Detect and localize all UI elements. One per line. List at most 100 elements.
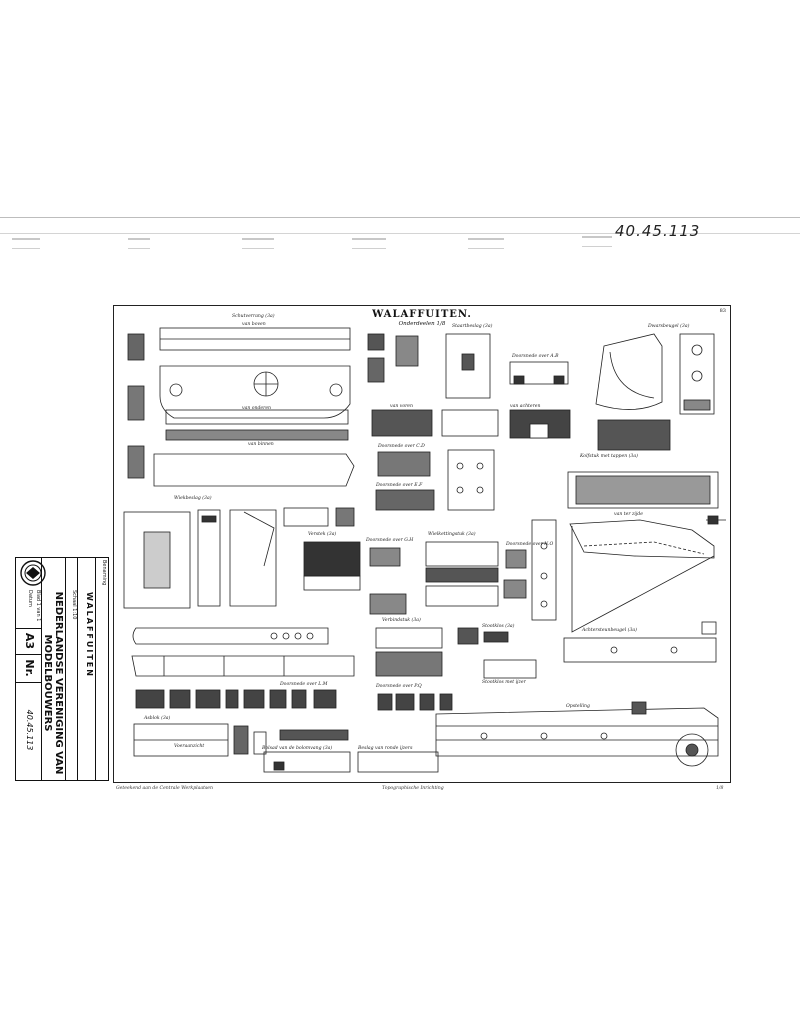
title-block: Benaming WALAFFUITEN Schaal 1:10 NEDERLA… bbox=[15, 557, 109, 781]
beslag-bar bbox=[279, 729, 349, 741]
registration-mark bbox=[242, 238, 274, 249]
verbindstuk-side bbox=[375, 651, 443, 677]
scale-note: Schaal 1:10 bbox=[71, 590, 77, 620]
dwarsbeugel bbox=[595, 333, 663, 410]
beam-side-view bbox=[159, 365, 351, 419]
beam-underside bbox=[165, 409, 349, 425]
label-doorsnede-ef: Doorsnede over E.F bbox=[376, 483, 423, 488]
footer-left: Geteekend aan de Centrale Werkplaatsen bbox=[116, 786, 213, 791]
bolsad-strip bbox=[263, 751, 351, 773]
drawing-sheet: 83 WALAFFUITEN. Onderdeelen 1/8 bbox=[113, 305, 731, 783]
label-van-achteren: van achteren bbox=[510, 404, 541, 409]
sheet-info: Blad 1 van 1 Datum bbox=[16, 588, 42, 629]
label-verbindstuk: Verbindstuk (3a) bbox=[382, 618, 421, 623]
label-voeraanzicht: Voeraanzicht bbox=[174, 744, 205, 749]
date-label: Datum bbox=[27, 590, 33, 607]
label-van-boven: van boven bbox=[242, 322, 266, 327]
stootklos bbox=[457, 627, 479, 645]
label-beslag-ronde-ijzers: Beslag van ronde ijzers bbox=[358, 746, 413, 751]
label-van-binnen: van binnen bbox=[248, 442, 274, 447]
bracket-view bbox=[445, 333, 491, 399]
verbindstuk bbox=[375, 627, 443, 649]
label-doorsnede-no: Doorsnede over N.O bbox=[506, 542, 554, 547]
label-schutverrang: Schutverrang (3a) bbox=[232, 314, 275, 319]
label-stootklos-ijzer: Stootklos met ijzer bbox=[482, 680, 526, 685]
verstek bbox=[303, 541, 361, 577]
kolfstuk bbox=[597, 419, 671, 451]
label-kolfstuk: Kolfstuk met tappen (3a) bbox=[580, 454, 638, 459]
number-label: Nr. bbox=[16, 654, 42, 683]
diagonal-strut bbox=[571, 526, 715, 633]
wielketting bbox=[425, 541, 499, 567]
title-block-rotated: Benaming WALAFFUITEN Schaal 1:10 NEDERLA… bbox=[16, 558, 108, 780]
sheet-page-number: 83 bbox=[719, 308, 726, 314]
label-doorsnede-pq: Doorsnede over P.Q bbox=[376, 684, 422, 689]
section-cd bbox=[377, 451, 431, 477]
plate-inner bbox=[123, 511, 191, 609]
label-opstelling: Opstelling bbox=[566, 704, 590, 709]
label-doorsnede-ab: Doorsnede over A.B bbox=[512, 354, 559, 359]
detail-part bbox=[127, 445, 145, 479]
organization-name: NEDERLANDSE VERENIGING VAN MODELBOUWERS bbox=[42, 591, 64, 775]
plate-outer bbox=[229, 509, 277, 607]
registration-mark bbox=[352, 238, 386, 249]
side-plate bbox=[447, 449, 495, 511]
section-part bbox=[371, 409, 433, 437]
detail-part bbox=[127, 333, 145, 361]
section-part bbox=[441, 409, 499, 437]
plate-side bbox=[197, 509, 221, 607]
label-doorsnede-gh: Doorsnede over G.H bbox=[366, 538, 414, 543]
achtersteun-top bbox=[569, 519, 715, 559]
format-size: A3 bbox=[16, 628, 42, 655]
sheet-title: WALAFFUITEN. bbox=[372, 309, 472, 320]
label-asblok: Asblok (3a) bbox=[144, 716, 171, 721]
detail-part bbox=[127, 385, 145, 421]
stootklos-ijzer bbox=[483, 659, 537, 679]
sheet-label: Blad 1 van 1 bbox=[35, 590, 41, 622]
section-ab bbox=[509, 361, 569, 385]
beam-underside-hatched bbox=[165, 429, 349, 441]
label-dwarsbeugel: Dwarsbeugel (3a) bbox=[648, 324, 690, 329]
dwarsbeugel-front bbox=[679, 333, 715, 415]
scan-edge-line bbox=[0, 233, 800, 234]
opstelling-carriage bbox=[435, 707, 719, 757]
wiekbeslag-beam bbox=[132, 627, 329, 645]
benaming-label: Benaming bbox=[101, 560, 107, 586]
label-van-ter-zijde: van ter zijde bbox=[614, 512, 643, 517]
registration-mark bbox=[582, 236, 612, 247]
label-achtersteunbeugel: Achtersteunbeugel (3a) bbox=[582, 628, 637, 633]
label-van-onderen: van onderen bbox=[242, 406, 272, 411]
trail-plate bbox=[153, 453, 355, 487]
sheet-subtitle: Onderdeelen 1/8 bbox=[398, 321, 446, 327]
drawing-number: 40.45.113 bbox=[25, 709, 34, 751]
hatched-sections bbox=[135, 689, 453, 711]
label-doorsnede-lm: Doorsnede over L.M bbox=[280, 682, 328, 687]
scan-edge-line bbox=[0, 217, 800, 218]
label-bolsad: Bolsad van de bolomvang (3a) bbox=[262, 746, 333, 751]
wiekbeslag-side bbox=[131, 655, 355, 677]
footer-mid: Topographische Inrichting bbox=[382, 786, 444, 791]
label-stootklos: Stootklos (3a) bbox=[482, 624, 515, 629]
wielketting-side bbox=[425, 585, 499, 607]
label-wiekbeslag: Wiekbeslag (3a) bbox=[174, 496, 212, 501]
kolfstuk-tappen bbox=[567, 471, 719, 509]
label-staartbeslag: Staartbeslag (3a) bbox=[452, 324, 493, 329]
section-ef bbox=[375, 489, 435, 511]
label-van-voren: van voren bbox=[390, 404, 413, 409]
registration-mark bbox=[468, 238, 504, 249]
small-bracket bbox=[283, 507, 329, 527]
vereniging-logo-icon bbox=[20, 560, 46, 586]
post bbox=[531, 519, 557, 621]
registration-mark bbox=[128, 238, 150, 249]
label-wielketting: Wielkettingstuk (3a) bbox=[428, 532, 476, 537]
label-doorsnede-cd: Doorsnede over C.D bbox=[378, 444, 425, 449]
achtersteunbeugel bbox=[563, 637, 717, 663]
bolsad-strip-2 bbox=[357, 751, 439, 773]
footer-right: 1/8 bbox=[716, 786, 724, 791]
registration-mark bbox=[12, 238, 40, 249]
label-verstek: Verstek (3a) bbox=[308, 532, 337, 537]
archive-number: 40.45.113 bbox=[615, 222, 701, 240]
carriage-wheel bbox=[675, 733, 709, 767]
technical-drawing bbox=[123, 327, 726, 773]
verstek-base bbox=[303, 575, 361, 591]
